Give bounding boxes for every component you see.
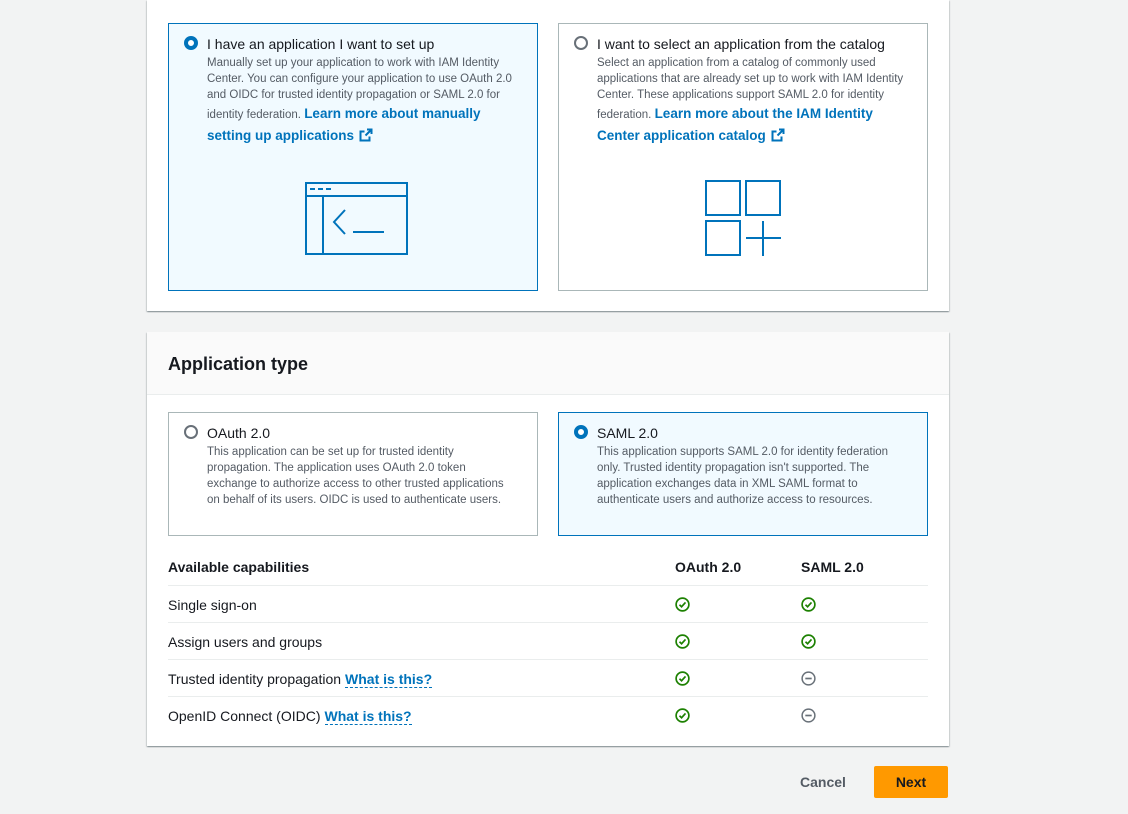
saml-capability-status — [801, 634, 816, 654]
custom-application-title: I have an application I want to set up — [207, 36, 435, 52]
capability-row: OpenID Connect (OIDC)What is this? — [168, 696, 928, 733]
learn-more-manual-setup-label: Learn more about manually setting up app… — [207, 106, 481, 143]
what-is-this-link[interactable]: What is this? — [324, 708, 412, 725]
oauth-description: This application can be set up for trust… — [207, 446, 504, 506]
supported-check-icon — [801, 634, 816, 649]
catalog-application-title: I want to select an application from the… — [597, 36, 885, 52]
capability-row: Single sign-on — [168, 585, 928, 622]
saml-column-header: SAML 2.0 — [801, 559, 864, 575]
custom-application-description-text: Manually set up your application to work… — [207, 57, 512, 121]
oauth-capability-status — [675, 671, 690, 691]
capability-name-text: Assign users and groups — [168, 634, 323, 650]
external-link-icon — [359, 128, 373, 142]
terminal-window-icon — [305, 182, 408, 255]
capability-row: Assign users and groups — [168, 622, 928, 659]
supported-check-icon — [675, 634, 690, 649]
catalog-application-radio[interactable] — [574, 36, 588, 50]
saml-capability-status — [801, 597, 816, 617]
app-grid-plus-icon — [705, 180, 781, 256]
oauth-capability-status — [675, 708, 690, 728]
what-is-this-link[interactable]: What is this? — [345, 671, 433, 688]
saml-tile[interactable]: SAML 2.0 This application supports SAML … — [558, 412, 928, 536]
capability-name-text: Single sign-on — [168, 597, 257, 613]
oauth-column-header: OAuth 2.0 — [675, 559, 742, 575]
application-type-title: Application type — [168, 354, 309, 374]
capabilities-header-row: Available capabilities OAuth 2.0 SAML 2.… — [168, 548, 928, 585]
cancel-button[interactable]: Cancel — [800, 774, 846, 790]
capability-name: Assign users and groups — [168, 634, 322, 650]
capabilities-table: Available capabilities OAuth 2.0 SAML 2.… — [168, 548, 928, 733]
oauth-radio[interactable] — [184, 425, 198, 439]
saml-title: SAML 2.0 — [597, 425, 658, 441]
not-supported-icon — [801, 708, 816, 723]
setup-preference-panel: I have an application I want to set up M… — [147, 0, 949, 311]
capability-name: OpenID Connect (OIDC)What is this? — [168, 708, 412, 725]
application-type-panel: Application type OAuth 2.0 This applicat… — [147, 332, 949, 746]
supported-check-icon — [675, 708, 690, 723]
saml-description: This application supports SAML 2.0 for i… — [597, 446, 889, 506]
capability-name: Single sign-on — [168, 597, 257, 613]
custom-application-radio[interactable] — [184, 36, 198, 50]
oauth-tile[interactable]: OAuth 2.0 This application can be set up… — [168, 412, 538, 536]
oauth-capability-status — [675, 597, 690, 617]
custom-application-description: Manually set up your application to work… — [207, 55, 527, 147]
next-button[interactable]: Next — [874, 766, 948, 798]
saml-radio[interactable] — [574, 425, 588, 439]
custom-application-tile[interactable]: I have an application I want to set up M… — [168, 23, 538, 291]
saml-capability-status — [801, 708, 816, 728]
catalog-application-description: Select an application from a catalog of … — [597, 55, 917, 147]
supported-check-icon — [801, 597, 816, 612]
not-supported-icon — [801, 671, 816, 686]
application-type-header: Application type — [147, 332, 949, 395]
catalog-application-description-text: Select an application from a catalog of … — [597, 57, 904, 121]
supported-check-icon — [675, 597, 690, 612]
oauth-capability-status — [675, 634, 690, 654]
learn-more-catalog-label: Learn more about the IAM Identity Center… — [597, 106, 873, 143]
capability-name-text: OpenID Connect (OIDC) — [168, 708, 321, 724]
learn-more-manual-setup-link[interactable]: Learn more about manually setting up app… — [207, 106, 480, 143]
learn-more-catalog-link[interactable]: Learn more about the IAM Identity Center… — [597, 106, 873, 143]
oauth-title: OAuth 2.0 — [207, 425, 271, 441]
capabilities-column-header: Available capabilities — [168, 559, 310, 575]
external-link-icon — [771, 128, 785, 142]
capability-name-text: Trusted identity propagation — [168, 671, 342, 687]
catalog-application-tile[interactable]: I want to select an application from the… — [558, 23, 928, 291]
supported-check-icon — [675, 671, 690, 686]
saml-capability-status — [801, 671, 816, 691]
